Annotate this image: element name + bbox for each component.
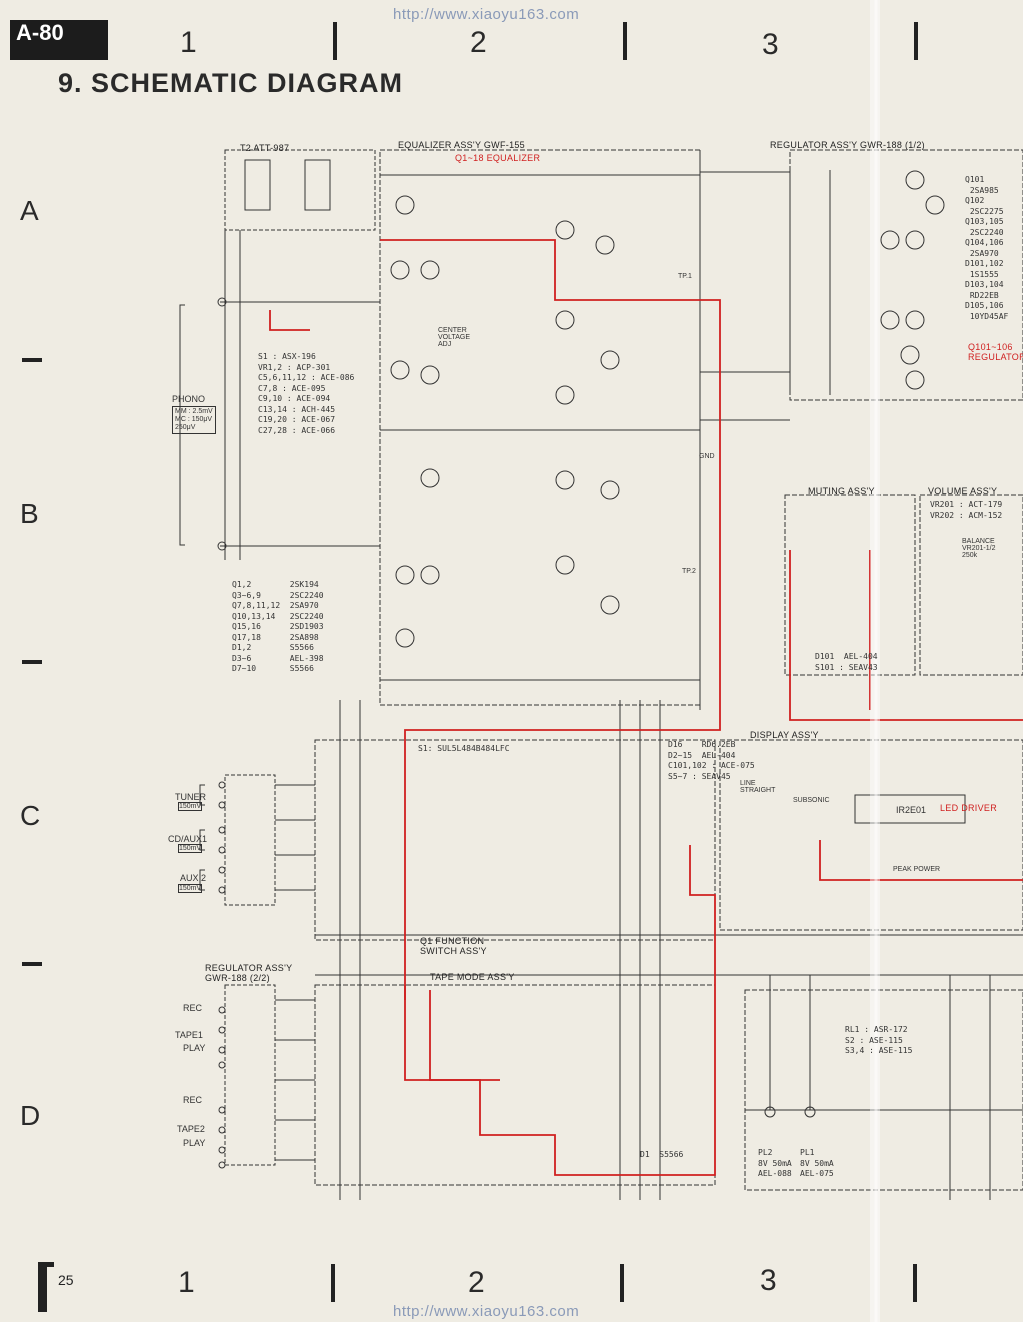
center-voltage-label: CENTER VOLTAGE ADJ [438, 327, 471, 348]
lamp-pl1-label: PL1 8V 50mA AEL-075 [800, 1148, 834, 1178]
row-letter-c: C [20, 800, 41, 831]
regulator-bottom-title: REGULATOR ASS'Y GWR-188 (2/2) [205, 963, 293, 983]
muting-parts-list: D101 AEL-404 S101 : SEAV43 [815, 652, 878, 672]
page-title: 9. SCHEMATIC DIAGRAM [58, 68, 404, 98]
subsonic-label: SUBSONIC [793, 797, 830, 804]
transistor-parts-list: Q1,2 2SK194 Q3~6,9 2SC2240 Q7,8,11,12 2S… [232, 580, 324, 673]
ruler-tick [914, 22, 918, 60]
gnd-label: GND [699, 453, 715, 460]
test-point-2: TP.2 [682, 568, 696, 575]
row-letter-a: A [20, 195, 39, 226]
relay-diode-label: D1 S5566 [640, 1150, 684, 1159]
balance-label: BALANCE VR201-1/2 250k [962, 538, 996, 559]
tape1-play-label: PLAY [183, 1043, 206, 1053]
source-url-bottom[interactable]: http://www.xiaoyu163.com [393, 1303, 580, 1320]
corner-mark [38, 1262, 54, 1267]
tape2-label: TAPE2 [177, 1124, 205, 1134]
display-assy-title: DISPLAY ASS'Y [750, 730, 819, 740]
ruler-tick [22, 358, 42, 362]
page-number: 25 [58, 1272, 74, 1288]
ruler-tick [913, 1264, 917, 1302]
muting-assy-title: MUTING ASS'Y [808, 486, 875, 496]
column-number-bottom-1: 1 [178, 1266, 195, 1299]
model-badge: A-80 [10, 20, 108, 60]
regulator-parts-list: Q101 2SA985 Q102 2SC2275 Q103,105 2SC224… [965, 175, 1009, 321]
source-url-top[interactable]: http://www.xiaoyu163.com [393, 6, 580, 23]
transformer-label: T2 ATT-987 [240, 143, 290, 153]
peak-power-label: PEAK POWER [893, 866, 941, 873]
function-switch-title: Q1 FUNCTION SWITCH ASS'Y [420, 936, 487, 956]
phono-spec: MM : 2.5mV MC : 150μV 250μV [172, 406, 216, 434]
corner-mark [38, 1262, 47, 1312]
column-number-top-3: 3 [762, 28, 779, 61]
phono-input-label: PHONO [172, 394, 206, 404]
ruler-tick [22, 660, 42, 664]
lamp-pl2-label: PL2 8V 50mA AEL-088 [758, 1148, 792, 1178]
tape-mode-title: TAPE MODE ASS'Y [430, 972, 515, 982]
regulator-subtitle: Q101~106 REGULATOR [968, 342, 1023, 362]
equalizer-assy-title: EQUALIZER ASS'Y GWF-155 [398, 140, 525, 150]
switch-parts-list: S1 : ASX-196 VR1,2 : ACP-301 C5,6,11,12 … [258, 352, 355, 435]
tuner-level: 150mV [178, 802, 203, 811]
row-letter-b: B [20, 498, 39, 529]
equalizer-subtitle: Q1~18 EQUALIZER [455, 153, 541, 163]
aux2-input-label: AUX 2 [180, 873, 207, 883]
ruler-tick [331, 1264, 335, 1302]
ruler-tick [333, 22, 337, 60]
page-fold [870, 0, 880, 1322]
relay-switch-parts: RL1 : ASR-172 S2 : ASE-115 S3,4 : ASE-11… [845, 1025, 913, 1055]
column-number-top-2: 2 [470, 26, 487, 59]
test-point-1: TP.1 [678, 273, 692, 280]
column-number-bottom-3: 3 [760, 1264, 777, 1297]
tuner-input-label: TUNER [175, 792, 206, 802]
tape1-label: TAPE1 [175, 1030, 203, 1040]
display-parts-list: D16 RD6.2EB D2~15 AEL-404 C101,102 : ACE… [668, 740, 755, 781]
ruler-tick [623, 22, 627, 60]
column-number-top-1: 1 [180, 26, 197, 59]
line-straight-label: LINE STRAIGHT [740, 780, 776, 794]
ruler-tick [22, 962, 42, 966]
volume-assy-title: VOLUME ASS'Y [928, 486, 998, 496]
ic-ir2e01-label: IR2E01 [896, 805, 927, 815]
column-number-bottom-2: 2 [468, 1266, 485, 1299]
volume-parts-list: VR201 : ACT-179 VR202 : ACM-152 [930, 500, 1003, 520]
cd-level: 150mV [178, 844, 203, 853]
regulator-top-title: REGULATOR ASS'Y GWR-188 (1/2) [770, 140, 925, 150]
tape2-rec-label: REC [183, 1095, 203, 1105]
aux2-level: 150mV [178, 884, 203, 893]
tape1-rec-label: REC [183, 1003, 203, 1013]
row-letter-d: D [20, 1100, 41, 1131]
led-driver-label: LED DRIVER [940, 803, 998, 813]
ruler-tick [620, 1264, 624, 1302]
cd-aux1-input-label: CD/AUX1 [168, 834, 208, 844]
tape2-play-label: PLAY [183, 1138, 206, 1148]
function-parts-list: S1: SUL5L484B484LFC [418, 744, 510, 753]
